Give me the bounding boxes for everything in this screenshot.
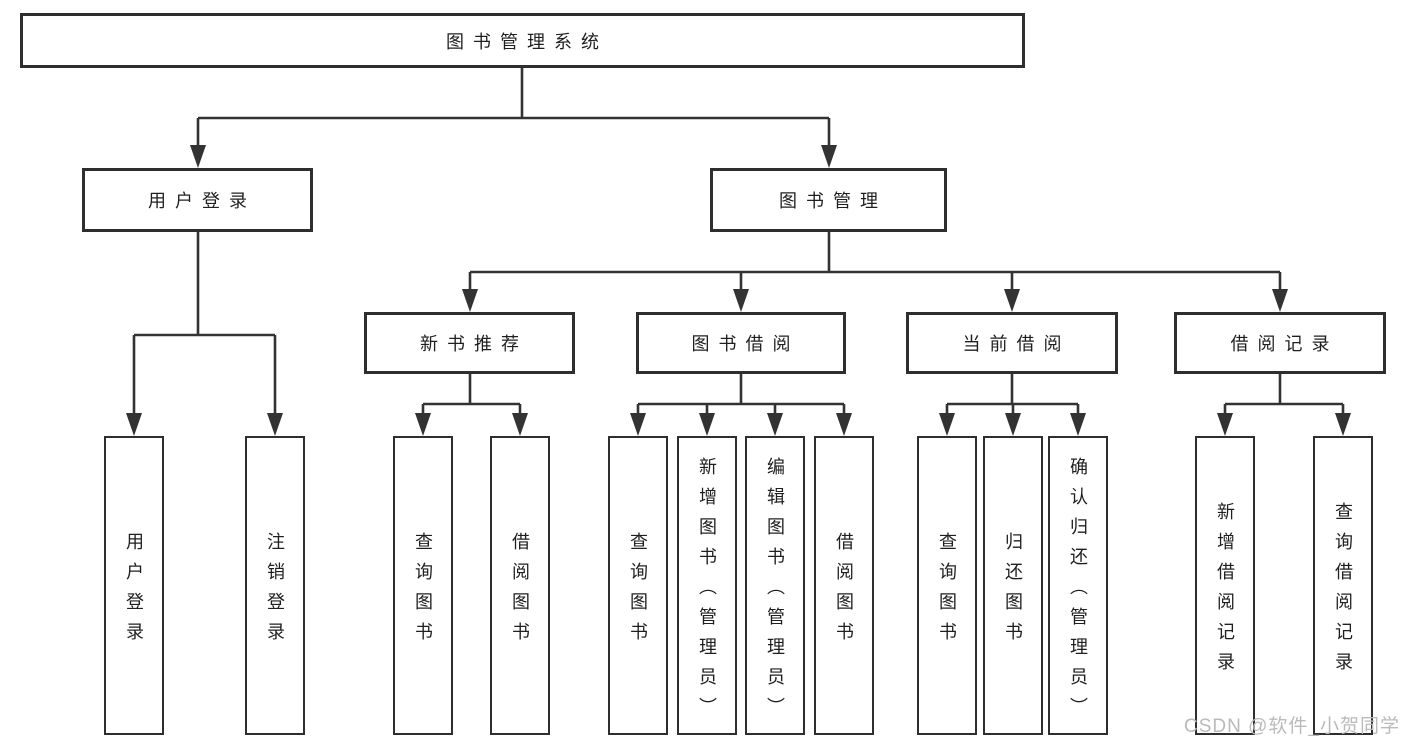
node-label: 新书推荐 — [420, 334, 528, 354]
arrowhead — [1272, 289, 1288, 312]
leaf-borrow-edit-books-admin: 编辑图书（管理员） — [745, 436, 805, 735]
arrowhead — [126, 413, 142, 436]
connector-borrow-record-to-leaves — [1217, 374, 1351, 436]
arrowhead — [699, 413, 715, 436]
leaf-label: 借阅图书 — [834, 531, 854, 652]
arrowhead — [415, 413, 431, 436]
leaf-label: 用户登录 — [124, 531, 144, 652]
leaf-logout: 注销登录 — [245, 436, 305, 735]
leaf-newbook-query-books: 查询图书 — [393, 436, 453, 735]
leaf-label: 查询图书 — [937, 531, 957, 652]
connector-new-book-recommend-to-leaves — [415, 374, 528, 436]
leaf-borrow-borrow-books: 借阅图书 — [814, 436, 874, 735]
connector-user-login-to-leaves — [126, 232, 283, 436]
arrowhead — [1070, 413, 1086, 436]
connector-root-to-level2 — [190, 68, 837, 168]
leaf-label: 新增借阅记录 — [1215, 501, 1235, 682]
arrowhead — [1217, 413, 1233, 436]
node-label: 图书借阅 — [691, 334, 800, 354]
node-book-borrow: 图书借阅 — [636, 312, 846, 374]
connector-book-borrow-to-leaves — [630, 374, 852, 436]
leaf-user-login: 用户登录 — [104, 436, 164, 735]
arrowhead — [512, 413, 528, 436]
arrowhead — [939, 413, 955, 436]
leaf-borrow-add-books-admin: 新增图书（管理员） — [677, 436, 737, 735]
leaf-label: 确认归还（管理员） — [1068, 456, 1088, 727]
arrowhead — [1004, 289, 1020, 312]
connector-book-management-to-level3 — [462, 232, 1288, 312]
leaf-label: 归还图书 — [1003, 531, 1023, 652]
node-library-system: 图书管理系统 — [20, 13, 1025, 68]
leaf-label: 借阅图书 — [510, 531, 530, 652]
leaf-newbook-borrow-books: 借阅图书 — [490, 436, 550, 735]
arrowhead — [1335, 413, 1351, 436]
csdn-watermark: CSDN @软件_小贺同学 — [1184, 716, 1400, 737]
arrowhead — [767, 413, 783, 436]
arrowhead — [267, 413, 283, 436]
connector-current-borrow-to-leaves — [939, 374, 1086, 436]
node-label: 用户登录 — [148, 191, 256, 211]
node-label: 当前借阅 — [962, 334, 1071, 354]
leaf-label: 查询图书 — [413, 531, 433, 652]
arrowhead — [1005, 413, 1021, 436]
leaf-current-query-books: 查询图书 — [917, 436, 977, 735]
leaf-label: 查询图书 — [628, 531, 648, 652]
arrowhead — [733, 289, 749, 312]
arrowhead — [462, 289, 478, 312]
node-user-login: 用户登录 — [82, 168, 313, 232]
leaf-borrow-query-books: 查询图书 — [608, 436, 668, 735]
leaf-current-confirm-return-admin: 确认归还（管理员） — [1048, 436, 1108, 735]
leaf-label: 新增图书（管理员） — [697, 456, 717, 727]
leaf-record-query: 查询借阅记录 — [1313, 436, 1373, 735]
leaf-current-return-books: 归还图书 — [983, 436, 1043, 735]
leaf-record-add: 新增借阅记录 — [1195, 436, 1255, 735]
leaf-label: 编辑图书（管理员） — [765, 456, 785, 727]
node-label: 图书管理 — [779, 191, 887, 211]
arrowhead — [836, 413, 852, 436]
leaf-label: 注销登录 — [265, 531, 285, 652]
node-book-management: 图书管理 — [710, 168, 947, 232]
node-label: 图书管理系统 — [446, 31, 608, 52]
arrowhead — [630, 413, 646, 436]
node-current-borrow: 当前借阅 — [906, 312, 1118, 374]
node-new-book-recommend: 新书推荐 — [364, 312, 575, 374]
arrowhead — [821, 145, 837, 168]
node-label: 借阅记录 — [1230, 334, 1339, 354]
leaf-label: 查询借阅记录 — [1333, 501, 1353, 682]
arrowhead — [190, 145, 206, 168]
node-borrow-record: 借阅记录 — [1174, 312, 1386, 374]
